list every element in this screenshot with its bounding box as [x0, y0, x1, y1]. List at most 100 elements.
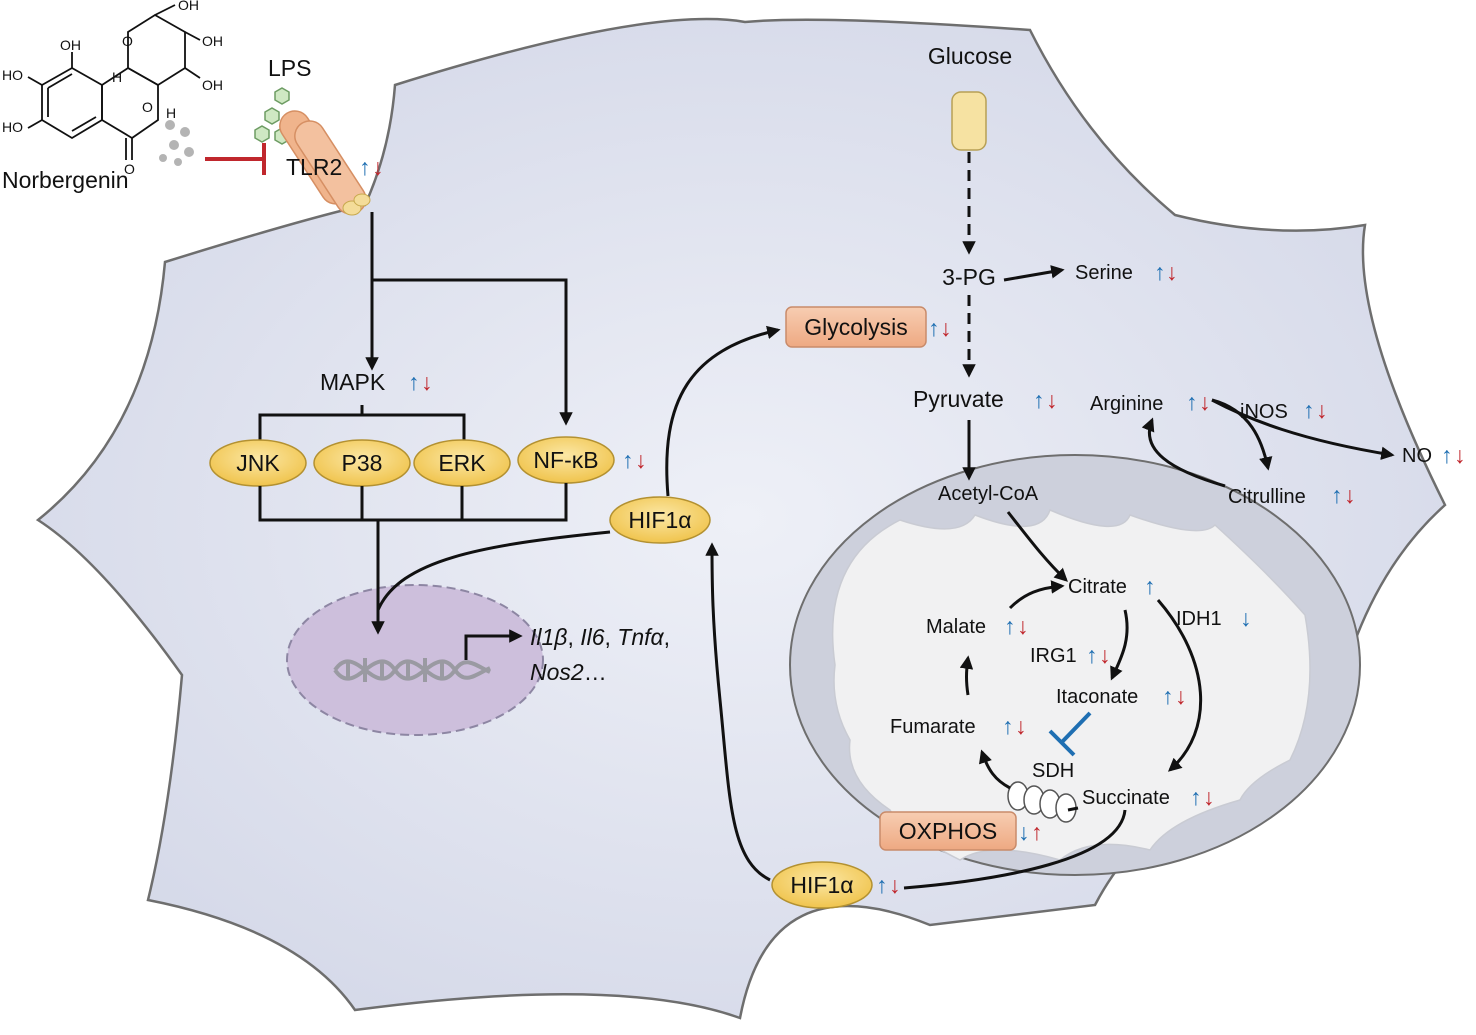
irg1-label: IRG1 [1030, 645, 1077, 667]
up-arrow-indicator: ↑ [622, 447, 634, 473]
o-atom: O [124, 161, 135, 177]
kinase-merge-bracket [258, 483, 568, 522]
citrate-label: Citrate [1068, 576, 1127, 598]
succinate-label: Succinate [1082, 787, 1170, 809]
norbergenin-structure: OH OH HO HO OH OH H H O O O [2, 0, 223, 177]
erk-label: ERK [438, 450, 486, 476]
3pg-to-serine-arrow [1003, 265, 1065, 282]
p38-label: P38 [342, 450, 383, 476]
oh-group: HO [2, 119, 23, 135]
o-atom: O [122, 33, 133, 49]
citrate-to-succinate-arrow [1156, 599, 1203, 772]
sdh-complex [1007, 781, 1077, 823]
oxphos-box [879, 811, 1017, 851]
malate-to-citrate-arrow [1008, 580, 1065, 610]
mapk-bracket [258, 405, 466, 440]
pyruvate-label: Pyruvate [913, 386, 1004, 412]
up-arrow-indicator: ↑ [1033, 387, 1045, 413]
sdh-label: SDH [1032, 760, 1074, 782]
down-arrow-indicator: ↓ [889, 872, 901, 898]
citrulline-label: Citrulline [1228, 486, 1306, 508]
down-arrow-indicator: ↓ [1240, 605, 1252, 631]
idh1-label: IDH1 [1176, 608, 1222, 630]
h-atom: H [166, 105, 176, 121]
norbergenin-particles [159, 120, 194, 166]
glycolysis-box [785, 306, 927, 348]
hif1a-stabilization-arrow [705, 542, 771, 882]
hif1a-label: HIF1α [628, 507, 691, 533]
nucleus [286, 584, 544, 736]
citrate-to-itaconate-arrow [1110, 609, 1129, 681]
acetylcoa-label: Acetyl-CoA [938, 483, 1039, 505]
down-arrow-indicator: ↓ [1199, 389, 1211, 415]
gene-list-line1: Il1β, Il6, Tnfα, [530, 624, 670, 650]
oh-group: HO [2, 67, 23, 83]
tlr2-to-nfkb-arrow [372, 278, 573, 426]
up-arrow-indicator: ↑ [1162, 683, 1174, 709]
arginine-to-no-arrow [1211, 398, 1395, 460]
down-arrow-indicator: ↓ [372, 154, 384, 180]
o-atom: O [142, 99, 153, 115]
glucose-label: Glucose [928, 43, 1012, 69]
up-arrow-indicator: ↑ [1190, 784, 1202, 810]
sdh-to-fumarate-arrow [979, 749, 1011, 790]
hif1a-node-upper [609, 496, 711, 544]
up-arrow-indicator: ↑ [1002, 713, 1014, 739]
jnk-label: JNK [236, 450, 280, 476]
down-arrow-indicator: ↓ [1015, 713, 1027, 739]
dna-helix-icon [333, 658, 491, 682]
up-arrow-indicator: ↑ [1086, 642, 1098, 668]
hif1a-to-nucleus-arrow [376, 530, 611, 611]
up-arrow-indicator: ↑ [928, 315, 940, 341]
down-arrow-indicator: ↓ [635, 447, 647, 473]
itaconate-inhibits-sdh [1048, 711, 1092, 757]
oh-group: OH [202, 77, 223, 93]
down-arrow-indicator: ↓ [1099, 642, 1111, 668]
fumarate-label: Fumarate [890, 716, 976, 738]
up-arrow-indicator: ↑ [1004, 613, 1016, 639]
glucose-transporter [951, 91, 987, 151]
up-arrow-indicator: ↑ [876, 872, 888, 898]
arginine-to-citrulline-arrow [1211, 398, 1273, 471]
oxphos-label: OXPHOS [899, 818, 997, 844]
3pg-label: 3-PG [942, 264, 996, 290]
arginine-label: Arginine [1090, 393, 1163, 415]
down-arrow-indicator: ↓ [1018, 819, 1030, 845]
up-arrow-indicator: ↑ [1441, 442, 1453, 468]
serine-label: Serine [1075, 262, 1133, 284]
up-arrow-indicator: ↑ [408, 369, 420, 395]
transcription-arrow [464, 629, 523, 660]
up-arrow-indicator: ↑ [1186, 389, 1198, 415]
jnk-node [209, 439, 307, 487]
down-arrow-indicator: ↓ [1454, 442, 1466, 468]
oh-group: OH [178, 0, 199, 13]
oh-group: OH [60, 37, 81, 53]
norbergenin-inhibition [205, 143, 266, 175]
down-arrow-indicator: ↓ [1017, 613, 1029, 639]
itaconate-label: Itaconate [1056, 686, 1138, 708]
mapk-label: MAPK [320, 369, 386, 395]
succinate-to-hif1a-arrow [903, 809, 1127, 890]
tlr2-receptor [279, 110, 371, 216]
hif1a-node-lower [771, 861, 873, 909]
lps-label: LPS [268, 55, 311, 81]
gene-list-line2: Nos2… [530, 659, 607, 685]
h-atom: H [112, 69, 122, 85]
succinate-connector [1067, 806, 1079, 812]
malate-label: Malate [926, 616, 986, 638]
oh-group: OH [202, 33, 223, 49]
up-arrow-indicator: ↑ [1154, 259, 1166, 285]
citrulline-to-arginine-arrow [1141, 417, 1226, 488]
up-arrow-indicator: ↑ [1144, 573, 1156, 599]
down-arrow-indicator: ↓ [1046, 387, 1058, 413]
nfkb-label: NF-κB [533, 447, 598, 473]
glycolysis-label: Glycolysis [804, 314, 908, 340]
down-arrow-indicator: ↓ [1175, 683, 1187, 709]
down-arrow-indicator: ↓ [1203, 784, 1215, 810]
hif1a-lower-label: HIF1α [790, 872, 853, 898]
down-arrow-indicator: ↓ [1316, 397, 1328, 423]
down-arrow-indicator: ↓ [1344, 482, 1356, 508]
no-label: NO [1402, 445, 1432, 467]
